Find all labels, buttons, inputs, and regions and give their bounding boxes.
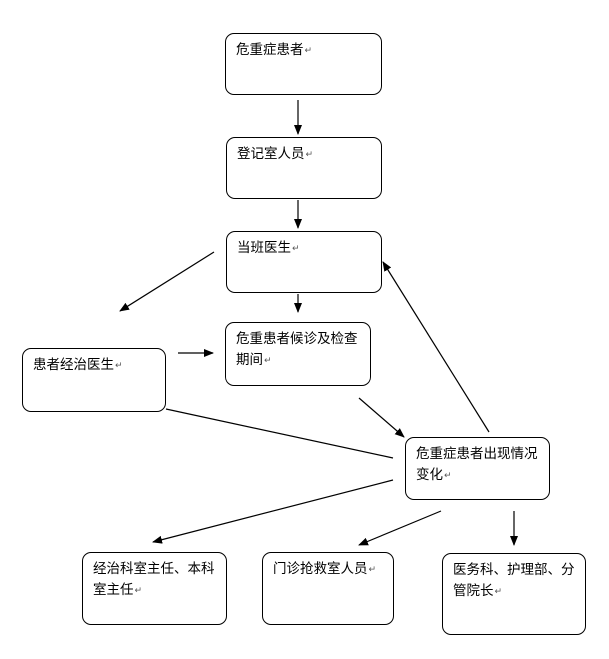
paragraph-mark: ↵ xyxy=(134,586,143,596)
node-waiting-exam-label: 危重患者候诊及检查期间 xyxy=(236,331,358,368)
node-waiting-exam: 危重患者候诊及检查期间↵ xyxy=(225,322,371,386)
paragraph-mark: ↵ xyxy=(292,244,300,254)
edge-waiting-to-condition-change xyxy=(358,397,405,438)
node-administration-label: 医务科、护理部、分管院长 xyxy=(453,562,575,599)
node-administration: 医务科、护理部、分管院长↵ xyxy=(442,553,586,635)
paragraph-mark: ↵ xyxy=(368,565,377,575)
paragraph-mark: ↵ xyxy=(304,46,313,56)
edge-duty-doctor-to-attending xyxy=(119,251,215,312)
node-attending-doctor: 患者经治医生↵ xyxy=(22,348,166,412)
node-emergency-staff-label: 门诊抢救室人员 xyxy=(273,561,368,577)
node-doctor-on-duty-label: 当班医生 xyxy=(237,240,291,256)
node-registration-staff: 登记室人员↵ xyxy=(226,137,382,199)
node-emergency-staff: 门诊抢救室人员↵ xyxy=(262,552,394,625)
node-doctor-on-duty: 当班医生↵ xyxy=(226,231,382,293)
paragraph-mark: ↵ xyxy=(115,361,123,371)
node-condition-change-label: 危重症患者出现情况变化 xyxy=(416,446,538,483)
paragraph-mark: ↵ xyxy=(264,356,272,366)
paragraph-mark: ↵ xyxy=(494,587,503,597)
node-attending-doctor-label: 患者经治医生 xyxy=(33,357,114,373)
paragraph-mark: ↵ xyxy=(444,471,452,481)
node-department-director: 经治科室主任、本科室主任↵ xyxy=(82,552,227,625)
edge-condition-change-to-director xyxy=(152,479,394,544)
node-condition-change: 危重症患者出现情况变化↵ xyxy=(405,437,550,500)
edge-condition-change-to-duty-doctor xyxy=(382,261,490,433)
edge-condition-change-to-emergency xyxy=(358,510,442,546)
node-registration-staff-label: 登记室人员 xyxy=(237,146,305,162)
paragraph-mark: ↵ xyxy=(305,150,314,160)
node-critical-patient-label: 危重症患者 xyxy=(236,42,304,58)
edge-attending-condition-change-link xyxy=(165,408,394,459)
node-critical-patient: 危重症患者↵ xyxy=(225,33,382,95)
node-department-director-label: 经治科室主任、本科室主任 xyxy=(93,561,215,598)
